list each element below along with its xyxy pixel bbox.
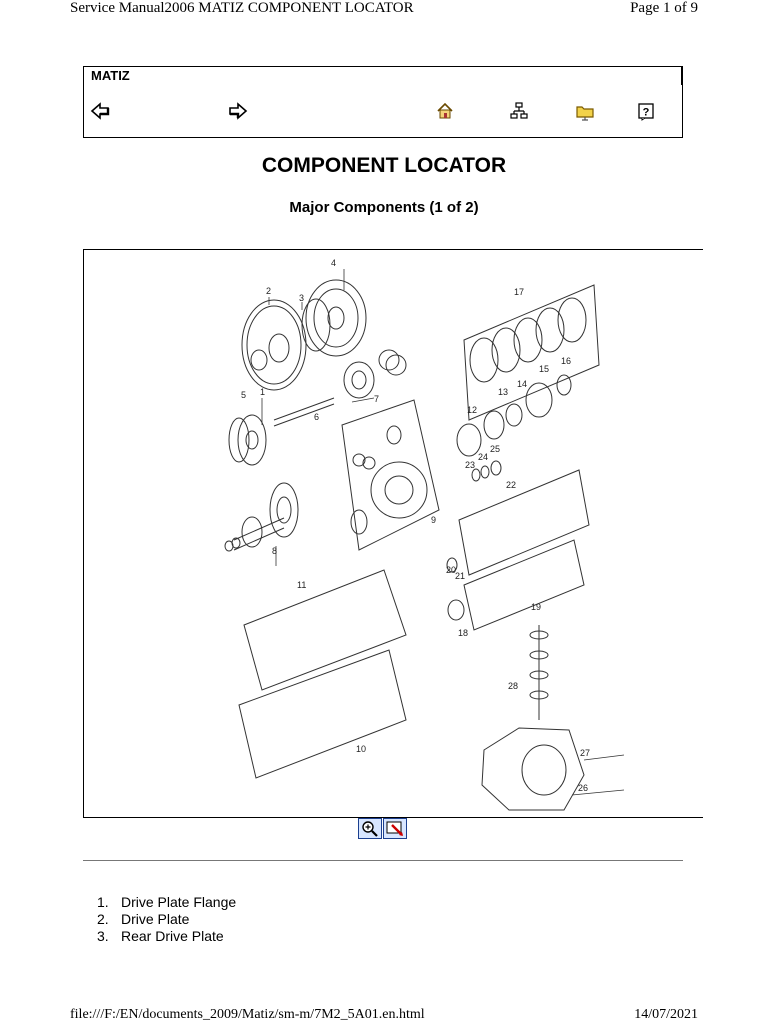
forward-arrow-icon[interactable] — [228, 101, 248, 121]
back-arrow-icon[interactable] — [90, 101, 110, 121]
list-item-label: Drive Plate — [121, 911, 190, 927]
callout-8: 8 — [272, 546, 277, 556]
callout-22: 22 — [506, 480, 516, 490]
brand-label: MATIZ — [91, 68, 130, 83]
home-icon[interactable] — [435, 101, 455, 121]
callout-11: 11 — [297, 580, 306, 590]
callout-13: 13 — [498, 387, 508, 397]
callout-4: 4 — [331, 258, 336, 268]
callout-2: 2 — [266, 286, 271, 296]
callout-1: 1 — [260, 387, 265, 397]
horizontal-divider — [83, 860, 683, 861]
callout-16: 16 — [561, 356, 571, 366]
list-item: 3. Rear Drive Plate — [97, 928, 236, 945]
list-item-number: 3. — [97, 928, 109, 944]
list-item-label: Rear Drive Plate — [121, 928, 224, 944]
callout-18: 18 — [458, 628, 468, 638]
callout-27: 27 — [580, 748, 590, 758]
footer-file-path: file:///F:/EN/documents_2009/Matiz/sm-m/… — [70, 1007, 425, 1022]
callout-5: 5 — [241, 390, 246, 400]
zoom-in-icon[interactable] — [358, 818, 382, 839]
nav-divider — [681, 67, 683, 85]
help-icon[interactable]: ? — [636, 101, 656, 121]
callout-3: 3 — [299, 293, 304, 303]
sitemap-icon[interactable] — [509, 101, 529, 121]
callout-20: 20 — [446, 565, 456, 575]
pointer-icon[interactable] — [383, 818, 407, 839]
svg-text:?: ? — [643, 107, 650, 119]
list-item-number: 1. — [97, 894, 109, 910]
callout-10: 10 — [356, 744, 366, 754]
list-item-label: Drive Plate Flange — [121, 894, 237, 910]
list-item: 2. Drive Plate — [97, 911, 236, 928]
callout-25: 25 — [490, 444, 500, 454]
folder-icon[interactable] — [575, 101, 595, 121]
list-item-number: 2. — [97, 911, 109, 927]
page-number: Page 1 of 9 — [630, 0, 698, 16]
callout-7: 7 — [374, 394, 379, 404]
callout-14: 14 — [517, 379, 527, 389]
list-item: 1. Drive Plate Flange — [97, 894, 236, 911]
callout-28: 28 — [508, 681, 518, 691]
callout-19: 19 — [531, 602, 541, 612]
parts-list: 1. Drive Plate Flange 2. Drive Plate 3. Rea… — [97, 894, 236, 945]
callout-26: 26 — [578, 783, 588, 793]
exploded-view-drawing: 1 2 3 4 5 6 7 8 9 10 11 12 13 14 15 16 1… — [224, 258, 625, 811]
page-title: COMPONENT LOCATOR — [261, 154, 507, 177]
callout-15: 15 — [539, 364, 549, 374]
callout-23: 23 — [465, 460, 475, 470]
exploded-view-figure: 1 2 3 4 5 6 7 8 9 10 11 12 13 14 15 16 1… — [83, 249, 703, 818]
navigation-bar: MATIZ ? — [83, 66, 683, 138]
callout-9: 9 — [431, 515, 436, 525]
callout-17: 17 — [514, 287, 524, 297]
callout-21: 21 — [455, 571, 465, 581]
document-header-title: Service Manual2006 MATIZ COMPONENT LOCAT… — [70, 0, 414, 16]
callout-24: 24 — [478, 452, 488, 462]
figure-subtitle: Major Components (1 of 2) — [289, 199, 479, 216]
callout-12: 12 — [467, 405, 477, 415]
callout-labels: 1 2 3 4 5 6 7 8 9 10 11 12 13 14 15 16 1… — [241, 258, 590, 793]
callout-6: 6 — [314, 412, 319, 422]
footer-date: 14/07/2021 — [634, 1007, 698, 1022]
